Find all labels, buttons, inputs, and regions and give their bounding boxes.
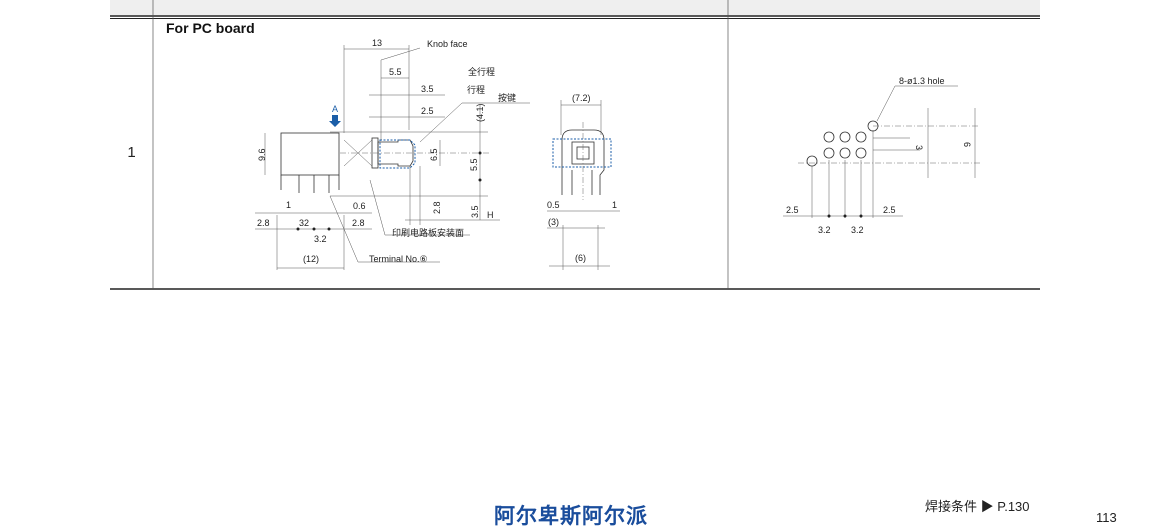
dimension-label: (12) — [303, 254, 319, 264]
dimension-label: 6 — [962, 142, 972, 147]
table-header-row — [110, 0, 1040, 15]
dimension-label: 2.5 — [786, 205, 799, 215]
dimension-label: 13 — [372, 38, 382, 48]
dimension-label: 6.5 — [429, 148, 439, 161]
dimension-label: 3.2 — [851, 225, 864, 235]
dimension-label: (7.2) — [572, 93, 591, 103]
dimension-label: Knob face — [427, 39, 468, 49]
dimension-label: 全行程 — [468, 66, 495, 77]
dimension-label: 8-ø1.3 hole — [899, 76, 945, 86]
page-number: 113 — [1096, 510, 1117, 525]
dimension-label: 印刷电路板安装面 — [392, 227, 464, 238]
dimension-label: 5.5 — [469, 158, 479, 171]
dimension-label: 1 — [612, 200, 617, 210]
brand-logo: 阿尔卑斯阿尔派 — [494, 505, 648, 528]
dimension-label: Terminal No.⑥ — [369, 254, 428, 264]
dimension-label: 2.8 — [432, 201, 442, 214]
dimension-label: (4.1) — [475, 103, 485, 122]
dimension-label: 2.8 — [352, 218, 365, 228]
dimension-label: 3.2 — [314, 234, 327, 244]
dimension-label: 3.5 — [470, 205, 480, 218]
dimension-label: 32 — [299, 218, 309, 228]
dimension-label: 5.5 — [389, 67, 402, 77]
dimension-label: 3.5 — [421, 84, 434, 94]
dimension-label: (3) — [548, 217, 559, 227]
dimension-label: 0.6 — [353, 201, 366, 211]
dimension-label: 0.5 — [547, 200, 560, 210]
dimension-label: (6) — [575, 253, 586, 263]
dimension-label: A — [332, 104, 338, 114]
dimension-label: 3.2 — [818, 225, 831, 235]
dimension-label: 2.5 — [883, 205, 896, 215]
dimension-label: H — [487, 210, 494, 220]
dimension-label: 按键 — [498, 92, 516, 103]
dimension-label: 9.6 — [257, 148, 267, 161]
dimension-label: 1 — [286, 200, 291, 210]
dimension-label: 2.8 — [257, 218, 270, 228]
side-view-drawing: 13 5.5 3.5 2.5 (4.1) 6.5 5.5 2.8 3.5 9.6… — [255, 38, 530, 270]
soldering-conditions-link[interactable]: 焊接条件 ▶ P.130 — [925, 499, 1030, 514]
pcb-hole-pattern: 8-ø1.3 hole 3 6 2.5 2.5 3.2 3.2 — [783, 76, 980, 235]
dimension-label: 行程 — [467, 84, 485, 95]
row-subtitle: For PC board — [166, 20, 255, 36]
row-number: 1 — [127, 144, 136, 161]
dimension-label: 3 — [914, 145, 924, 150]
dimension-label: 2.5 — [421, 106, 434, 116]
front-view-drawing: (7.2) 0.5 1 (3) (6) — [547, 93, 620, 270]
